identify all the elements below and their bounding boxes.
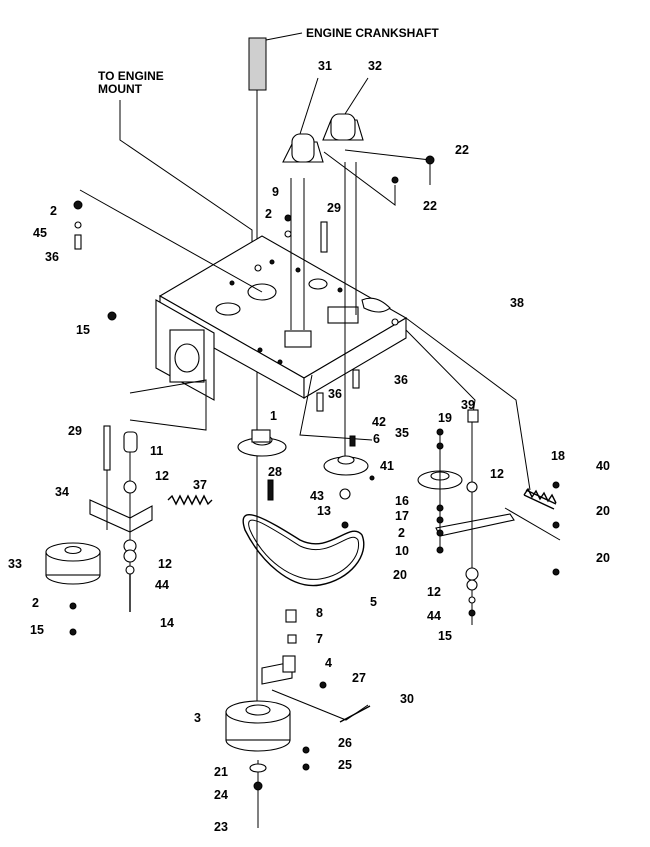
label-12: 12 bbox=[155, 469, 169, 483]
label-15: 15 bbox=[30, 623, 44, 637]
label-10: 10 bbox=[395, 544, 409, 558]
label-38: 38 bbox=[510, 296, 524, 310]
label-2: 2 bbox=[398, 526, 405, 540]
clutch-3 bbox=[225, 700, 291, 752]
bracket-10 bbox=[435, 513, 515, 537]
label-39: 39 bbox=[461, 398, 475, 412]
label-44: 44 bbox=[155, 578, 169, 592]
label-37: 37 bbox=[193, 478, 207, 492]
label-29: 29 bbox=[327, 201, 341, 215]
label-40: 40 bbox=[596, 459, 610, 473]
label-20: 20 bbox=[596, 551, 610, 565]
hardware bbox=[69, 155, 560, 791]
label-23: 23 bbox=[214, 820, 228, 834]
label-22: 22 bbox=[455, 143, 469, 157]
label-5: 5 bbox=[370, 595, 377, 609]
pulley-6 bbox=[323, 455, 369, 476]
label-19: 19 bbox=[438, 411, 452, 425]
label-12: 12 bbox=[490, 467, 504, 481]
label-2: 2 bbox=[265, 207, 272, 221]
label-16: 16 bbox=[395, 494, 409, 508]
deck-housing bbox=[155, 235, 408, 401]
solenoid-31 bbox=[282, 77, 324, 163]
label-28: 28 bbox=[268, 465, 282, 479]
label-21: 21 bbox=[214, 765, 228, 779]
label-35: 35 bbox=[395, 426, 409, 440]
label-33: 33 bbox=[8, 557, 22, 571]
label-22: 22 bbox=[423, 199, 437, 213]
spring-37 bbox=[167, 494, 213, 506]
label-2: 2 bbox=[50, 204, 57, 218]
label-44: 44 bbox=[427, 609, 441, 623]
label-36: 36 bbox=[328, 387, 342, 401]
label-24: 24 bbox=[214, 788, 228, 802]
label-20: 20 bbox=[596, 504, 610, 518]
label-12: 12 bbox=[427, 585, 441, 599]
label-1: 1 bbox=[270, 409, 277, 423]
solenoid-32 bbox=[322, 77, 369, 141]
label-15: 15 bbox=[438, 629, 452, 643]
to-engine-mount-callout-line2: MOUNT bbox=[98, 82, 143, 96]
label-25: 25 bbox=[338, 758, 352, 772]
label-7: 7 bbox=[316, 632, 323, 646]
label-36: 36 bbox=[45, 250, 59, 264]
label-45: 45 bbox=[33, 226, 47, 240]
label-14: 14 bbox=[160, 616, 174, 630]
to-engine-mount-callout-line1: TO ENGINE bbox=[98, 69, 164, 83]
label-17: 17 bbox=[395, 509, 409, 523]
label-2: 2 bbox=[32, 596, 39, 610]
label-36: 36 bbox=[394, 373, 408, 387]
label-18: 18 bbox=[551, 449, 565, 463]
engine-crankshaft-callout: ENGINE CRANKSHAFT bbox=[306, 26, 439, 40]
label-41: 41 bbox=[380, 459, 394, 473]
label-6: 6 bbox=[373, 432, 380, 446]
label-32: 32 bbox=[368, 59, 382, 73]
part-11 bbox=[123, 431, 138, 453]
label-43: 43 bbox=[310, 489, 324, 503]
label-34: 34 bbox=[55, 485, 69, 499]
idler-arm-34 bbox=[89, 499, 153, 533]
idler-pulley-33 bbox=[45, 542, 101, 585]
part-labels: 1 2 2 2 2 3 4 5 6 7 8 9 10 11 12 12 12 1… bbox=[8, 59, 610, 834]
label-42: 42 bbox=[372, 415, 386, 429]
label-9: 9 bbox=[272, 185, 279, 199]
label-4: 4 bbox=[325, 656, 332, 670]
spring-18 bbox=[523, 487, 557, 510]
label-12: 12 bbox=[158, 557, 172, 571]
label-20: 20 bbox=[393, 568, 407, 582]
engine-crankshaft bbox=[248, 37, 267, 720]
label-29: 29 bbox=[68, 424, 82, 438]
belt-5 bbox=[242, 514, 365, 587]
label-13: 13 bbox=[317, 504, 331, 518]
pulley-1 bbox=[237, 429, 287, 457]
label-15: 15 bbox=[76, 323, 90, 337]
label-3: 3 bbox=[194, 711, 201, 725]
label-8: 8 bbox=[316, 606, 323, 620]
label-26: 26 bbox=[338, 736, 352, 750]
label-27: 27 bbox=[352, 671, 366, 685]
label-11: 11 bbox=[150, 444, 163, 458]
label-30: 30 bbox=[400, 692, 414, 706]
label-31: 31 bbox=[318, 59, 332, 73]
crankshaft-leader bbox=[265, 32, 303, 41]
